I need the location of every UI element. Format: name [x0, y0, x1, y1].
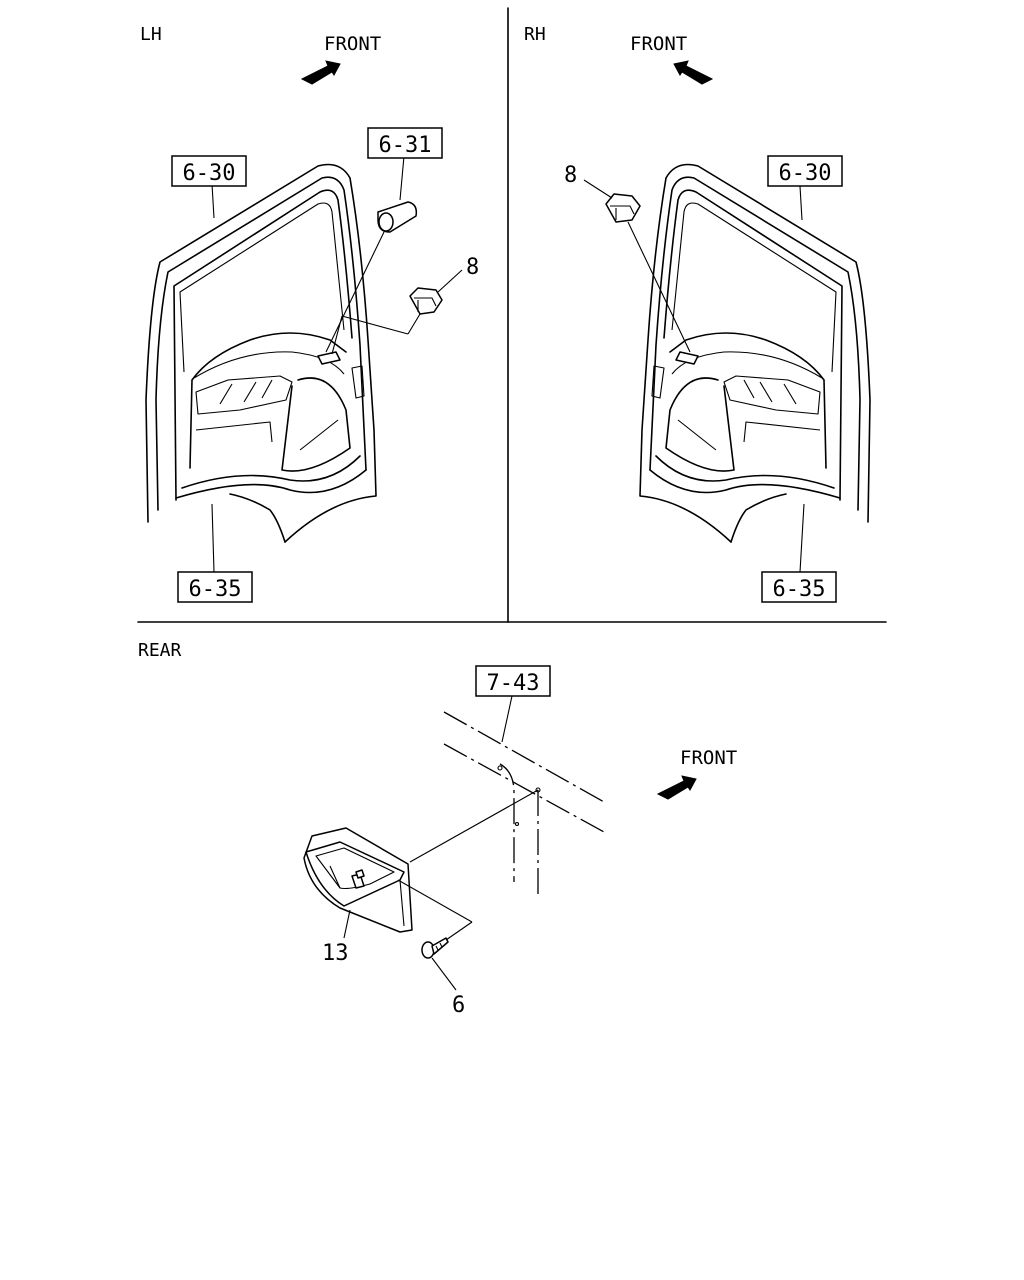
rear-panel: REAR FRONT [138, 640, 737, 1018]
rh-front-arrow-icon [673, 60, 714, 85]
rear-lamp [303, 827, 413, 933]
svg-text:6-30: 6-30 [183, 161, 236, 186]
lh-door-drawing [145, 163, 377, 543]
svg-text:6-30: 6-30 [779, 161, 832, 186]
lh-ref-6-35: 6-35 [177, 571, 253, 603]
rear-front-label: FRONT [680, 747, 737, 769]
lh-section-label: LH [140, 24, 162, 45]
rh-callout-8: 8 [564, 163, 577, 188]
rear-callout-13: 13 [322, 941, 349, 966]
lh-ref-6-31: 6-31 [367, 127, 443, 159]
rear-callout-6: 6 [452, 993, 465, 1018]
rh-door-drawing [639, 163, 871, 543]
rh-ref-6-30: 6-30 [767, 155, 843, 187]
lh-panel: LH FRONT [140, 24, 479, 603]
rear-body-panel [443, 711, 605, 896]
lh-room-lamp [377, 201, 418, 233]
lh-ref-6-30: 6-30 [171, 155, 247, 187]
svg-text:6-35: 6-35 [189, 577, 242, 602]
lh-front-arrow-icon [300, 60, 341, 85]
rear-front-arrow-icon [656, 775, 697, 800]
rh-door-switch [605, 193, 641, 223]
svg-text:7-43: 7-43 [487, 671, 540, 696]
rh-panel: RH FRONT [524, 24, 871, 603]
rh-ref-6-35: 6-35 [761, 571, 837, 603]
rh-section-label: RH [524, 24, 546, 45]
lh-door-switch [409, 287, 443, 315]
lh-callout-8: 8 [466, 255, 479, 280]
svg-text:6-35: 6-35 [773, 577, 826, 602]
rear-section-label: REAR [138, 640, 182, 661]
rh-front-label: FRONT [630, 33, 687, 55]
lh-front-label: FRONT [324, 33, 381, 55]
rear-ref-7-43: 7-43 [475, 665, 551, 697]
svg-text:6-31: 6-31 [379, 133, 432, 158]
rear-screw [421, 937, 449, 959]
